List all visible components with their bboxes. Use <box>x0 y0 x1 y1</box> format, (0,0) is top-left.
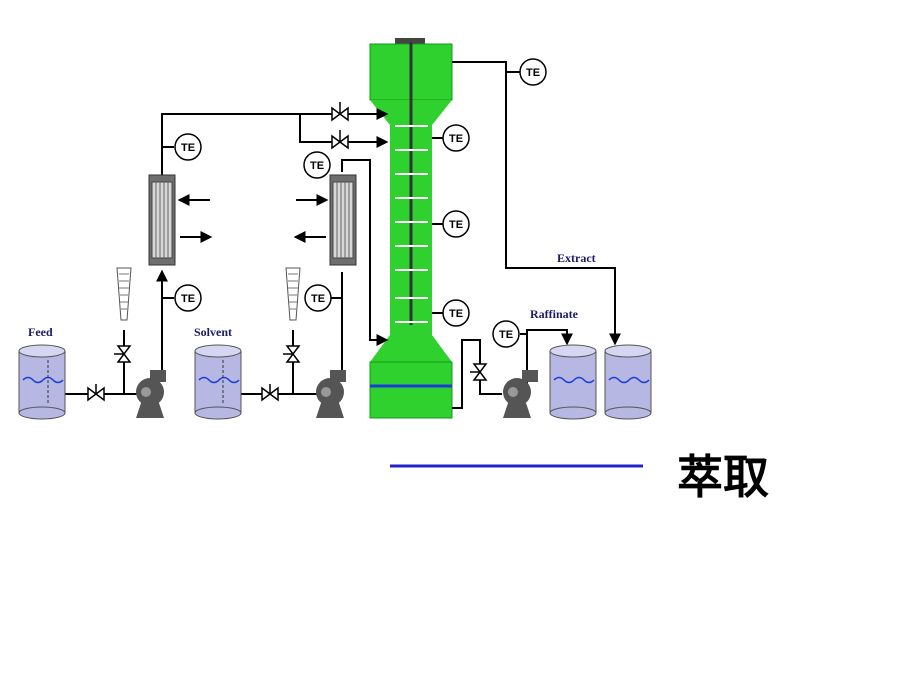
caption-title: 萃取 <box>677 450 769 504</box>
label-raffinate: Raffinate <box>530 307 579 321</box>
svg-text:TE: TE <box>499 329 513 341</box>
tank-raffinate <box>549 344 597 420</box>
te-feed-exchanger-out <box>174 133 202 161</box>
te-column-lower <box>442 299 470 327</box>
label-feed: Feed <box>28 325 53 339</box>
tank-solvent <box>194 344 242 420</box>
svg-text:TE: TE <box>449 219 463 231</box>
heat-exchanger-feed <box>148 174 176 266</box>
svg-text:TE: TE <box>449 133 463 145</box>
te-extract <box>519 58 547 86</box>
te-raffinate <box>492 320 520 348</box>
te-column-middle <box>442 210 470 238</box>
svg-text:TE: TE <box>181 142 195 154</box>
tank-feed <box>18 344 66 420</box>
te-solvent-exchanger-in <box>304 284 332 312</box>
svg-text:TE: TE <box>311 293 325 305</box>
heat-exchanger-solvent <box>329 174 357 266</box>
pump-raffinate <box>503 370 538 418</box>
rotameter-solvent <box>285 267 301 321</box>
svg-text:TE: TE <box>449 308 463 320</box>
temperature-instruments: TE TE TE TE TE TE TE TE TE <box>162 58 547 348</box>
pump-solvent <box>316 370 346 418</box>
label-solvent: Solvent <box>194 325 232 339</box>
svg-text:TE: TE <box>310 160 324 172</box>
svg-text:TE: TE <box>181 293 195 305</box>
pump-feed <box>136 370 166 418</box>
te-solvent-exchanger-out <box>303 151 331 179</box>
extraction-column <box>369 38 453 419</box>
te-column-upper <box>442 124 470 152</box>
label-extract: Extract <box>557 251 596 265</box>
te-feed-exchanger-in <box>174 284 202 312</box>
svg-text:TE: TE <box>526 67 540 79</box>
rotameter-feed <box>116 267 132 321</box>
tank-extract <box>604 344 652 420</box>
column-plates <box>395 125 428 323</box>
valves <box>87 102 488 402</box>
